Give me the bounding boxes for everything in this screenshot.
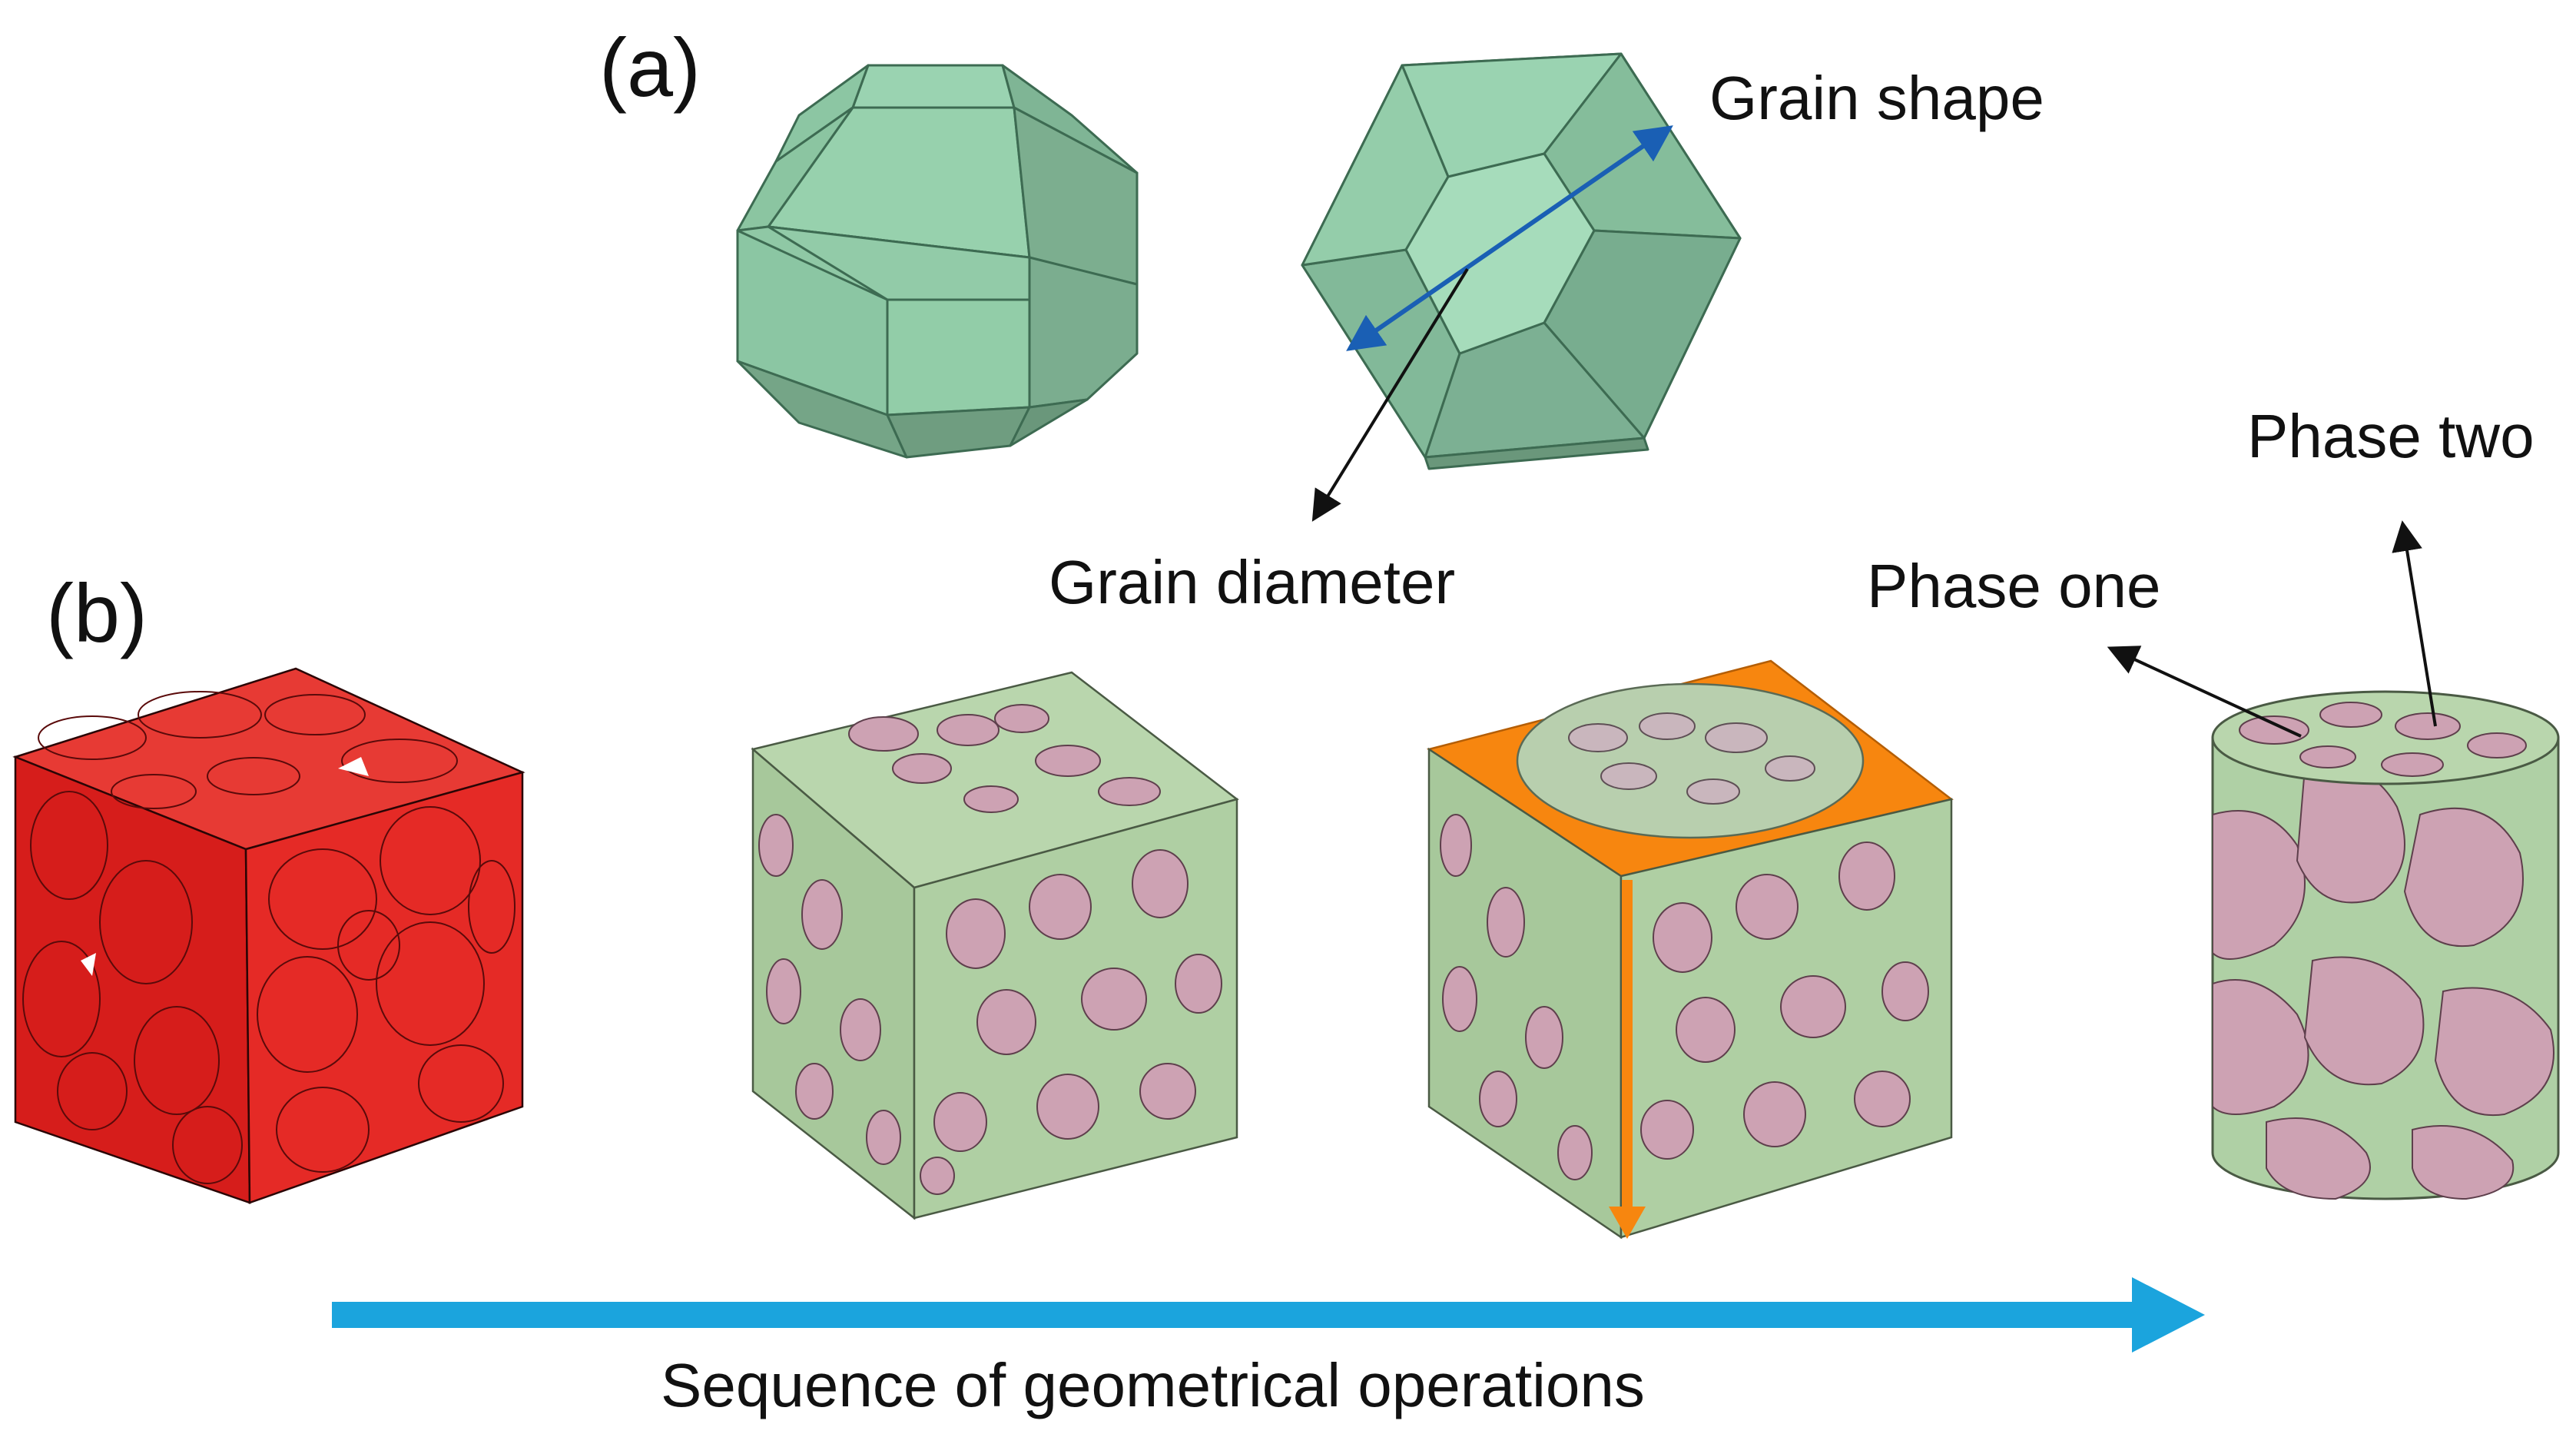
polycrystal-cube-red [12, 667, 525, 1204]
phase-one-pointer-arrow [2107, 646, 2302, 738]
two-phase-cube [751, 671, 1239, 1220]
panel-label-a: (a) [599, 21, 701, 114]
phase-one-label: Phase one [1867, 552, 2161, 620]
grain-diameter-label: Grain diameter [1049, 548, 1455, 616]
phase-two-pointer-arrow [2392, 520, 2437, 727]
cube-with-cylinder-cut [1426, 659, 1954, 1240]
grain-diameter-pointer-arrow [1311, 267, 1469, 522]
sequence-caption: Sequence of geometrical operations [661, 1351, 1645, 1419]
sequence-arrow [332, 1277, 2205, 1353]
two-phase-cylinder [2211, 690, 2560, 1200]
grain-shape-label: Grain shape [1709, 64, 2044, 132]
grain-polyhedron-side-view [736, 64, 1139, 459]
grain-polyhedron-top-view [1301, 52, 1742, 470]
grain-diameter-line [1346, 125, 1673, 351]
phase-two-label: Phase two [2247, 402, 2535, 470]
panel-label-b: (b) [46, 566, 148, 659]
